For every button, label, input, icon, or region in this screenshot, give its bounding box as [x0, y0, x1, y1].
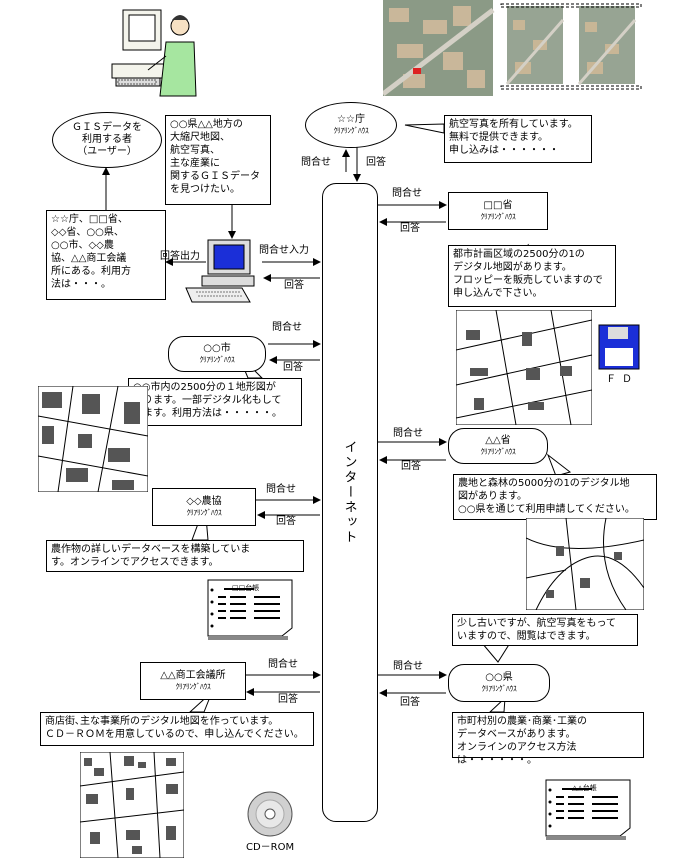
db2-title: △△台帳: [572, 784, 597, 792]
ministry2-note: 農地と森林の5000分の1のデジタル地 図があります。 ○○県を通じて利用申請し…: [453, 474, 657, 520]
ministry2-name: △△省: [485, 435, 511, 446]
user-label: ＧＩＳデータを 利用する者 （ユーザー）: [72, 122, 142, 157]
user-cloud: ＧＩＳデータを 利用する者 （ユーザー）: [52, 112, 162, 168]
ministry2-clearinghouse[interactable]: △△省 ｸﾘｱﾘﾝｸﾞﾊｳｽ: [448, 428, 548, 464]
agri-sub: ｸﾘｱﾘﾝｸﾞﾊｳｽ: [186, 508, 222, 517]
agri-note: 農作物の詳しいデータベースを構築していま す。オンラインでアクセスできます。: [46, 540, 304, 572]
prefecture-clearinghouse[interactable]: ○○県 ｸﾘｱﾘﾝｸﾞﾊｳｽ: [448, 664, 550, 702]
prefecture-note-top: 少し古いですが、航空写真をもって いますので、閲覧はできます。: [452, 614, 638, 646]
city-clearinghouse[interactable]: ○○市 ｸﾘｱﾘﾝｸﾞﾊｳｽ: [168, 336, 266, 372]
cdrom-label: CD－ROM: [246, 842, 295, 853]
ministry2-answer-label: 回答: [401, 461, 421, 472]
internet-backbone: [322, 183, 378, 822]
agency-name: ☆☆庁: [337, 114, 365, 125]
agri-inquiry-label: 問合せ: [266, 484, 296, 495]
city-name: ○○市: [203, 343, 231, 354]
prefecture-sub: ｸﾘｱﾘﾝｸﾞﾊｳｽ: [481, 684, 517, 693]
chamber-name: △△商工会議所: [160, 670, 226, 681]
ministry1-note: 都市計画区域の2500分の1の デジタル地図があります。 フロッピーを販売してい…: [448, 245, 616, 307]
agency-answer-label: 回答: [366, 157, 386, 168]
chamber-sub: ｸﾘｱﾘﾝｸﾞﾊｳｽ: [175, 682, 211, 691]
agri-answer-label: 回答: [276, 516, 296, 527]
user-result-note: ☆☆庁、□□省、 ◇◇省、○○県、 ○○市、◇◇農 協、△△商工会議 所にある。…: [46, 210, 166, 300]
agri-name: ◇◇農協: [186, 496, 222, 507]
prefecture-note-bottom: 市町村別の農業･商業･工業の データベースがあります。 オンラインのアクセス方法…: [452, 712, 644, 766]
chamber-clearinghouse[interactable]: △△商工会議所 ｸﾘｱﾘﾝｸﾞﾊｳｽ: [140, 662, 246, 700]
aerial-photos: [383, 0, 642, 96]
answer-label: 回答: [284, 280, 304, 291]
ministry1-name: □□省: [483, 200, 513, 211]
agency-sub: ｸﾘｱﾘﾝｸﾞﾊｳｽ: [333, 126, 369, 135]
ministry1-sub: ｸﾘｱﾘﾝｸﾞﾊｳｽ: [480, 212, 516, 221]
user-illustration: [111, 9, 197, 97]
agency-clearinghouse[interactable]: ☆☆庁 ｸﾘｱﾘﾝｸﾞﾊｳｽ: [305, 102, 397, 148]
city-note: ○○市内の2500分の１地形図が あります。一部デジタル化もして います。利用方…: [128, 378, 302, 426]
cd-rom-icon: [247, 791, 293, 837]
ministry1-inquiry-label: 問合せ: [392, 188, 422, 199]
chamber-map-image: [80, 752, 184, 858]
floppy-disk-icon: [598, 324, 640, 370]
chamber-inquiry-label: 問合せ: [268, 659, 298, 670]
internet-label: インターネット: [341, 440, 357, 545]
prefecture-name: ○○県: [485, 672, 513, 683]
fd-label: ＦＤ: [606, 374, 638, 385]
ministry1-clearinghouse[interactable]: □□省 ｸﾘｱﾘﾝｸﾞﾊｳｽ: [448, 192, 548, 230]
db1-title: □□台帳: [232, 584, 260, 592]
city-inquiry-label: 問合せ: [272, 322, 302, 333]
ministry1-map-image: [456, 310, 592, 425]
prefecture-answer-label: 回答: [400, 697, 420, 708]
chamber-answer-label: 回答: [278, 694, 298, 705]
ministry2-inquiry-label: 問合せ: [393, 428, 423, 439]
inquiry-input-label: 問合せ入力: [259, 245, 309, 256]
chamber-note: 商店街､主な事業所のデジタル地図を作っています。 ＣＤ－ＲＯＭを用意しているので…: [40, 712, 314, 746]
city-answer-label: 回答: [283, 362, 303, 373]
database-document-icon: [545, 779, 631, 840]
ministry2-map-image: [526, 518, 644, 610]
agency-note: 航空写真を所有しています。 無料で提供できます。 申し込みは・・・・・・: [444, 115, 592, 163]
prefecture-inquiry-label: 問合せ: [393, 661, 423, 672]
user-need-note: ○○県△△地方の 大縮尺地図、 航空写真、 主な産業に 関するＧＩＳデータ を見…: [165, 115, 271, 205]
agri-clearinghouse[interactable]: ◇◇農協 ｸﾘｱﾘﾝｸﾞﾊｳｽ: [152, 488, 256, 526]
city-map-image: [38, 386, 148, 492]
computer-terminal-icon: [185, 239, 255, 303]
ministry1-answer-label: 回答: [400, 223, 420, 234]
city-sub: ｸﾘｱﾘﾝｸﾞﾊｳｽ: [199, 355, 235, 364]
agency-inquiry-label: 問合せ: [301, 157, 331, 168]
database-document-icon: [207, 579, 293, 640]
answer-output-label: 回答出力: [160, 251, 200, 262]
ministry2-sub: ｸﾘｱﾘﾝｸﾞﾊｳｽ: [480, 447, 516, 456]
